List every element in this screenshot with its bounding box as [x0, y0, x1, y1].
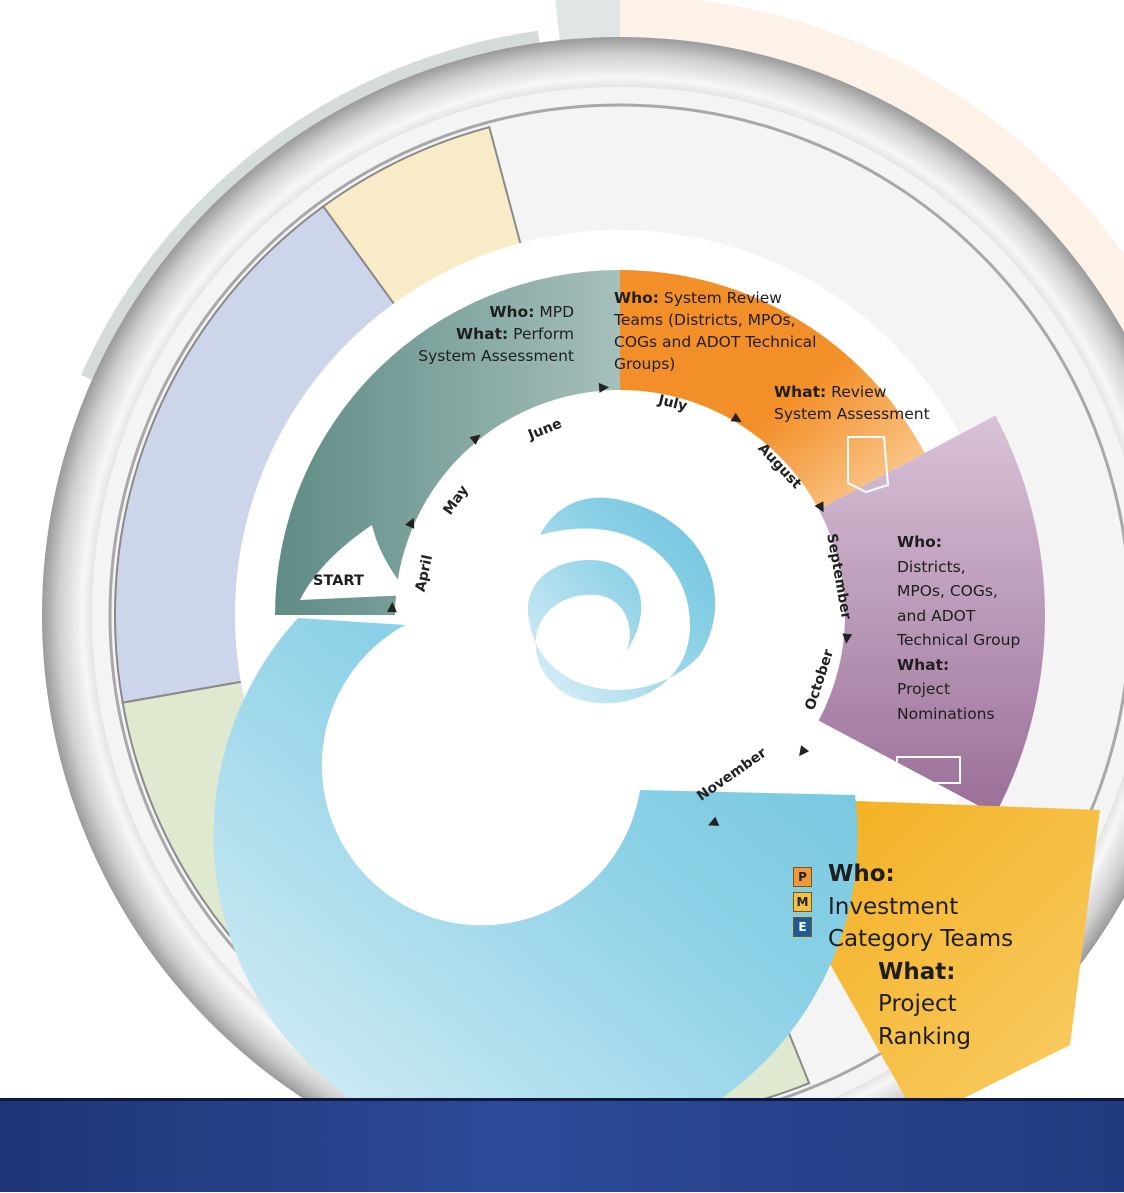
who-line: Groups) [614, 355, 676, 373]
direction-arrow [598, 382, 610, 393]
direction-arrow [469, 434, 481, 445]
what-line: Ranking [878, 1023, 972, 1050]
who-text: MPD [539, 303, 574, 321]
segment-system-assessment [275, 270, 620, 615]
direction-arrow [708, 816, 720, 826]
who-line: Districts, [897, 557, 966, 576]
who-line: Category Teams [828, 926, 1014, 952]
who-line: Technical Group [897, 631, 1021, 649]
who-line: Investment [828, 893, 959, 920]
what-line: Nominations [897, 704, 995, 723]
who-line: and ADOT [897, 606, 976, 625]
who-line: Teams (Districts, MPOs, [614, 311, 796, 329]
start-label: START [313, 573, 364, 589]
who-label: Who: [614, 289, 659, 307]
what-label: What: [897, 655, 950, 674]
what-line: Project [878, 991, 957, 1017]
what-line: System Assessment [774, 405, 930, 423]
pme-badge-e: E [793, 917, 812, 937]
what-label: What: [774, 383, 827, 401]
segment-review-text: Who: System Review Teams (Districts, MPO… [614, 287, 930, 425]
month-label-april: April [413, 553, 436, 593]
what-text-2: System Assessment [418, 347, 574, 365]
spiral-center [527, 497, 716, 704]
arizona-outline-icon [847, 436, 890, 494]
nominations-box-icon [896, 756, 961, 784]
who-line: COGs and ADOT Technical [614, 333, 817, 351]
direction-arrow [814, 501, 824, 513]
pme-badge-p: P [793, 867, 812, 887]
segment-project-nominations [818, 415, 1045, 815]
month-label-july: July [656, 392, 689, 415]
direction-arrow [386, 602, 397, 613]
spiral-band [213, 618, 858, 1158]
what-line: Project [897, 680, 951, 698]
pme-badge-m: M [793, 892, 812, 912]
direction-arrow [730, 412, 742, 423]
direction-arrow [842, 633, 853, 644]
who-line: MPOs, COGs, [897, 582, 998, 600]
direction-arrow [405, 517, 415, 529]
who-label: Who: [897, 533, 942, 551]
what-label: What: [456, 325, 509, 343]
what-text: Perform [513, 325, 574, 343]
segment-system-assessment-text: Who: MPD What: Perform System Assessment [398, 301, 574, 367]
bottom-bar [0, 1098, 1124, 1192]
who-line: System Review [663, 289, 782, 307]
segment-nominations-text: Who: Districts, MPOs, COGs, and ADOT Tec… [897, 530, 1037, 726]
who-label: Who: [489, 303, 535, 321]
segment-ranking-text: Who: Investment Category Teams What: Pro… [828, 858, 1048, 1053]
what-label: What: [878, 958, 956, 985]
who-label: Who: [828, 861, 895, 887]
direction-arrow [799, 745, 810, 757]
start-notch [300, 525, 410, 600]
what-line: Review [831, 383, 887, 401]
